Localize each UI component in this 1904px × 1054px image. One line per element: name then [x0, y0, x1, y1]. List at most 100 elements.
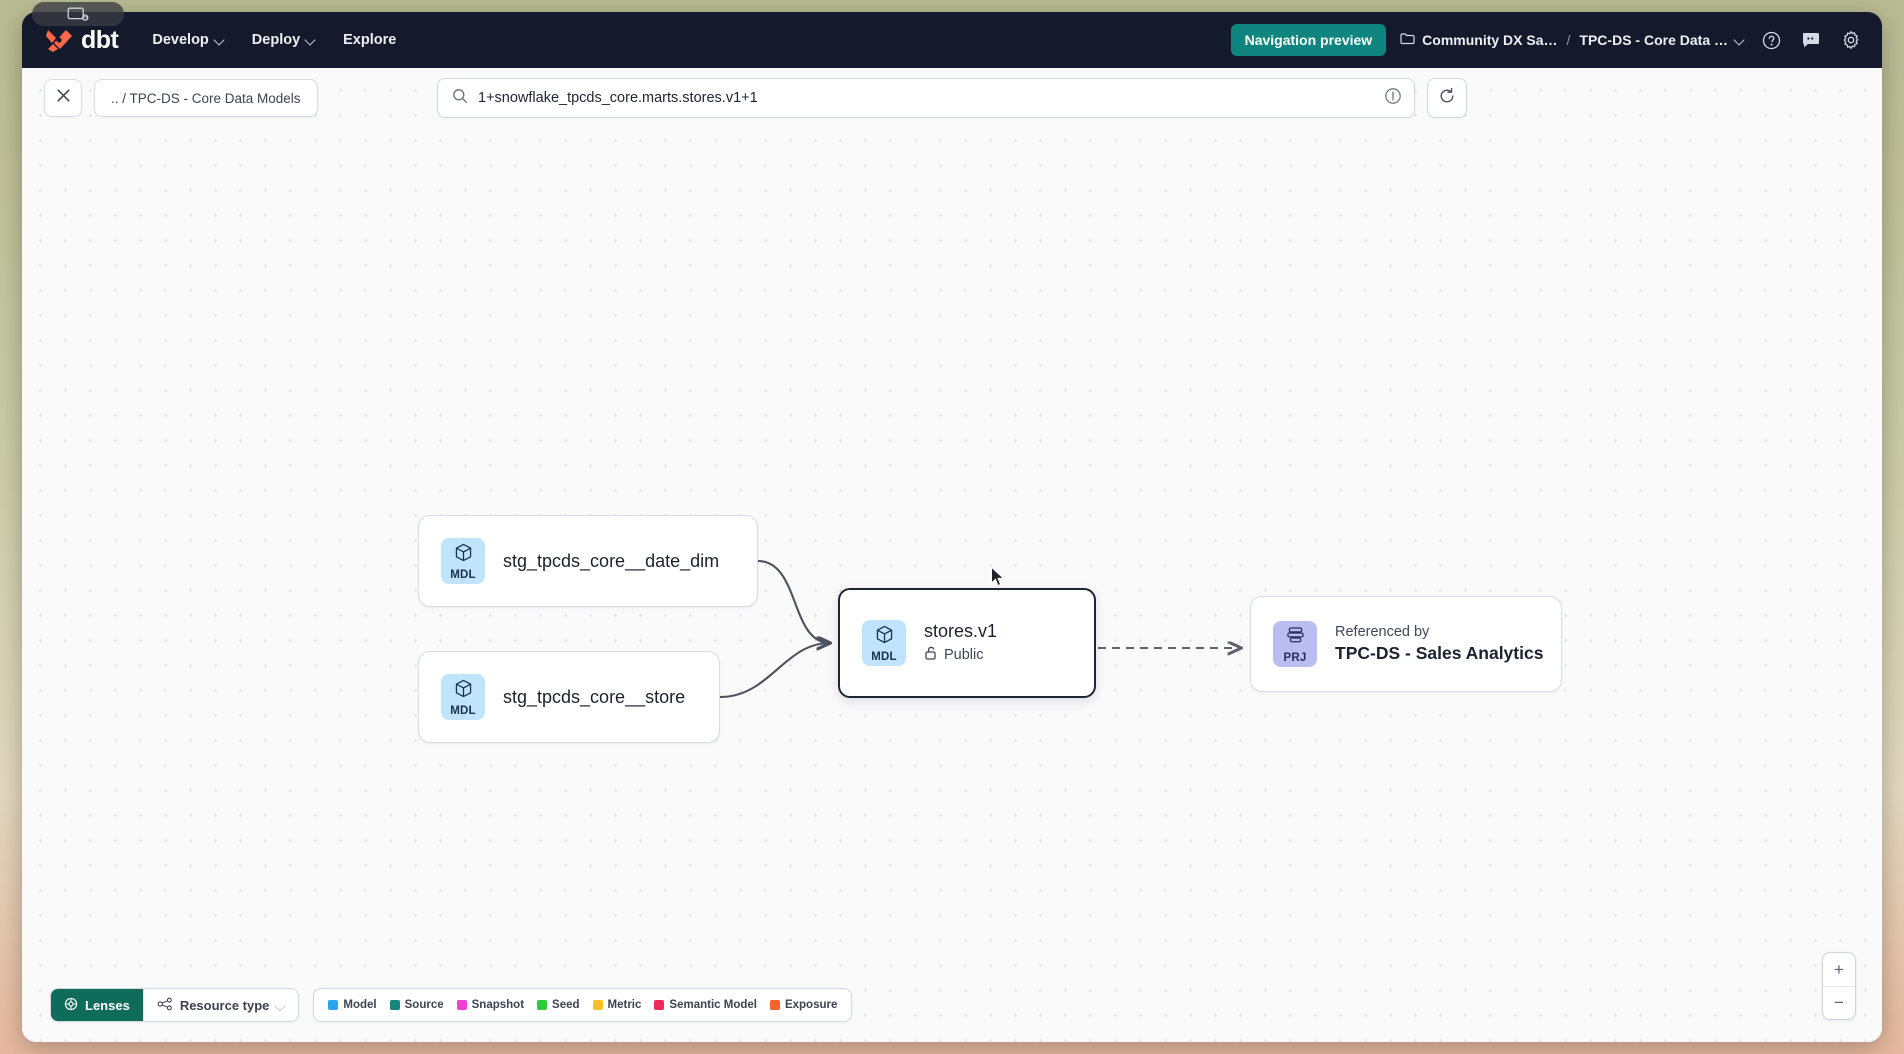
node-access-row: Public [924, 645, 997, 665]
lenses-button[interactable]: Lenses [51, 989, 143, 1021]
node-project-name: TPC-DS - Sales Analytics [1335, 643, 1543, 664]
legend-item-snapshot: Snapshot [457, 999, 524, 1011]
legend-label: Snapshot [472, 999, 524, 1011]
node-title: stg_tpcds_core__store [503, 687, 685, 708]
app-window: dbt Develop Deploy Explore Navigation pr… [22, 12, 1882, 1042]
feedback-icon[interactable] [1798, 27, 1824, 53]
legend-label: Semantic Model [669, 999, 757, 1011]
project-stack-icon [1285, 625, 1306, 651]
legend-item-exposure: Exposure [770, 999, 837, 1011]
nav-item-develop-label: Develop [152, 32, 208, 48]
search-area [437, 78, 1467, 118]
model-badge-label: MDL [871, 651, 897, 663]
nav-item-deploy-label: Deploy [252, 32, 300, 48]
node-text: stg_tpcds_core__store [503, 687, 685, 708]
lenses-control-group: Lenses Resource type [50, 988, 299, 1022]
node-title: stores.v1 [924, 621, 997, 642]
cube-icon [453, 678, 474, 704]
legend-label: Seed [552, 999, 580, 1011]
breadcrumb-account-label: Community DX Sa… [1422, 32, 1557, 48]
graph-node-store[interactable]: MDL stg_tpcds_core__store [418, 651, 720, 743]
brand-logo[interactable]: dbt [44, 26, 118, 55]
zoom-controls: + − [1822, 952, 1856, 1020]
legend-item-source: Source [390, 999, 444, 1011]
chevron-down-icon [1735, 35, 1744, 44]
zoom-in-button[interactable]: + [1823, 953, 1855, 986]
search-box[interactable] [437, 78, 1415, 118]
search-input[interactable] [478, 90, 1384, 106]
legend-item-metric: Metric [593, 999, 642, 1011]
model-badge: MDL [441, 538, 485, 584]
legend-label: Metric [608, 999, 642, 1011]
nav-item-deploy[interactable]: Deploy [252, 32, 315, 48]
nav-item-develop[interactable]: Develop [152, 32, 223, 48]
breadcrumb-project[interactable]: TPC-DS - Core Data … [1579, 32, 1744, 48]
model-badge-label: MDL [450, 569, 476, 581]
folder-icon [1400, 32, 1415, 48]
close-icon [56, 88, 71, 108]
legend-label: Source [405, 999, 444, 1011]
dbt-logo-icon [44, 27, 74, 53]
cube-icon [453, 542, 474, 568]
legend-swatch [593, 1000, 603, 1010]
breadcrumb-project-label: TPC-DS - Core Data … [1579, 32, 1728, 48]
graph-node-sales-analytics[interactable]: PRJ Referenced by TPC-DS - Sales Analyti… [1250, 596, 1562, 692]
lineage-graph: MDL stg_tpcds_core__date_dim [22, 68, 1882, 1042]
info-icon[interactable] [1384, 87, 1402, 110]
chevron-down-icon [276, 1001, 285, 1010]
brand-name: dbt [81, 26, 118, 55]
model-badge: MDL [441, 674, 485, 720]
breadcrumb-account[interactable]: Community DX Sa… [1400, 32, 1557, 48]
breadcrumb: Community DX Sa… / TPC-DS - Core Data … [1400, 32, 1744, 48]
model-badge: MDL [862, 620, 906, 666]
legend-swatch [770, 1000, 780, 1010]
legend-label: Model [343, 999, 376, 1011]
bottom-toolbar: Lenses Resource type [50, 988, 852, 1022]
top-navigation-bar: dbt Develop Deploy Explore Navigation pr… [22, 12, 1882, 68]
resource-type-button[interactable]: Resource type [143, 989, 299, 1021]
nav-item-explore-label: Explore [343, 32, 396, 48]
top-nav-right: Navigation preview Community DX Sa… / TP… [1231, 24, 1864, 56]
search-icon [452, 88, 468, 109]
nodes-icon [157, 997, 173, 1014]
node-text: Referenced by TPC-DS - Sales Analytics [1335, 624, 1543, 664]
refresh-icon [1438, 87, 1456, 110]
project-badge-label: PRJ [1284, 652, 1307, 664]
primary-nav: Develop Deploy Explore [152, 32, 396, 48]
lineage-breadcrumb-button[interactable]: .. / TPC-DS - Core Data Models [94, 79, 318, 117]
node-text: stg_tpcds_core__date_dim [503, 551, 719, 572]
legend-swatch [457, 1000, 467, 1010]
help-icon[interactable] [1758, 27, 1784, 53]
lineage-canvas[interactable]: MDL stg_tpcds_core__date_dim [22, 68, 1882, 1042]
node-text: stores.v1 Public [924, 621, 997, 665]
nav-item-explore[interactable]: Explore [343, 32, 396, 48]
legend-swatch [654, 1000, 664, 1010]
lineage-subheader: .. / TPC-DS - Core Data Models [22, 68, 1882, 128]
cube-icon [874, 624, 895, 650]
legend-swatch [390, 1000, 400, 1010]
graph-node-date-dim[interactable]: MDL stg_tpcds_core__date_dim [418, 515, 758, 607]
screen-recording-indicator [32, 2, 124, 26]
unlock-icon [924, 645, 938, 665]
breadcrumb-separator: / [1567, 32, 1571, 48]
navigation-preview-button[interactable]: Navigation preview [1231, 24, 1387, 56]
model-badge-label: MDL [450, 705, 476, 717]
resource-type-legend: Model Source Snapshot Seed [313, 988, 852, 1022]
node-access-label: Public [944, 647, 984, 663]
legend-label: Exposure [785, 999, 837, 1011]
legend-item-model: Model [328, 999, 376, 1011]
close-button[interactable] [44, 79, 82, 117]
legend-swatch [328, 1000, 338, 1010]
graph-node-stores-v1[interactable]: MDL stores.v1 Public [838, 588, 1096, 698]
gear-icon[interactable] [1838, 27, 1864, 53]
zoom-out-button[interactable]: − [1823, 986, 1855, 1019]
chevron-down-icon [306, 35, 315, 44]
lenses-label: Lenses [85, 998, 130, 1013]
project-badge: PRJ [1273, 621, 1317, 667]
resource-type-label: Resource type [180, 998, 270, 1013]
refresh-button[interactable] [1427, 78, 1467, 118]
legend-swatch [537, 1000, 547, 1010]
node-referenced-by-label: Referenced by [1335, 624, 1543, 640]
legend-item-semantic-model: Semantic Model [654, 999, 757, 1011]
